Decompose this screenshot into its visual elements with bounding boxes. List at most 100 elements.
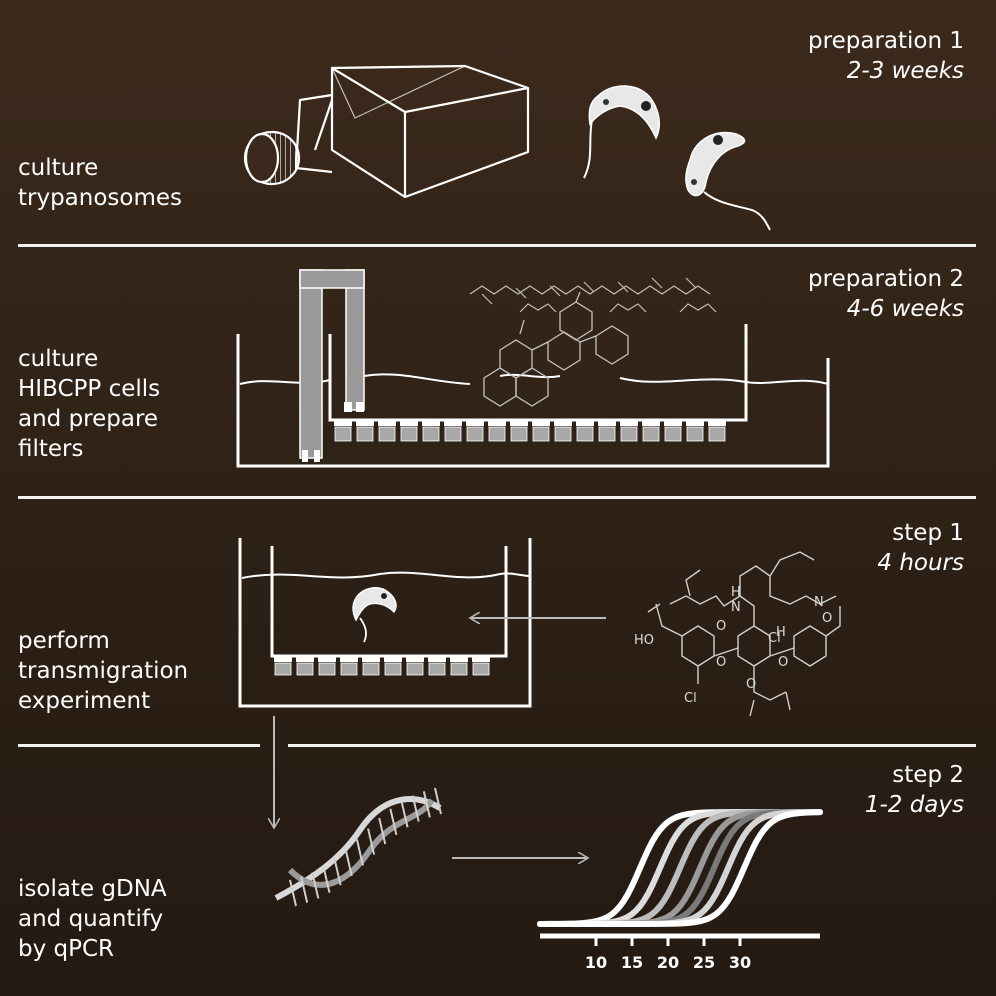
- filter-cell: [422, 420, 440, 426]
- filter-cell: [274, 656, 292, 662]
- electrode-icon: [299, 269, 365, 462]
- filter-cell: [378, 426, 396, 442]
- filter-cell: [296, 662, 314, 676]
- filter-cell: [510, 420, 528, 426]
- filter-cell: [532, 420, 550, 426]
- oxygen-label: O: [716, 619, 726, 634]
- axis-tick-label: 15: [621, 953, 643, 972]
- stage-label-2: preparation 2 4-6 weeks: [808, 264, 964, 324]
- cell-monolayer: [274, 656, 490, 676]
- filter-cell: [620, 426, 638, 442]
- dna-base-pair: [378, 817, 387, 845]
- medium-surface: [239, 373, 829, 385]
- filter-cell: [318, 662, 336, 676]
- filter-cell: [708, 426, 726, 442]
- oxygen-label: O: [778, 655, 788, 670]
- stage-title: step 2: [892, 762, 964, 788]
- filter-cell: [444, 426, 462, 442]
- axis-tick-label: 10: [585, 953, 607, 972]
- medium-surface: [241, 571, 531, 579]
- dna-helix-icon: [274, 787, 442, 907]
- description-line: filters: [18, 436, 84, 462]
- filter-cell: [554, 420, 572, 426]
- description-line: HIBCPP cells: [18, 376, 161, 402]
- dye-molecule-icon: [483, 291, 629, 407]
- filter-cell: [686, 420, 704, 426]
- oxygen-label: O: [822, 611, 832, 626]
- filter-cell: [400, 420, 418, 426]
- stage-title: step 1: [892, 520, 964, 546]
- filter-cell: [384, 662, 402, 676]
- stage-duration: 4 hours: [877, 550, 964, 576]
- description-line: by qPCR: [18, 936, 115, 962]
- axis-tick-label: 20: [657, 953, 679, 972]
- filter-cell: [334, 426, 352, 442]
- description-line: culture: [18, 155, 99, 181]
- oxygen-label: O: [746, 677, 756, 692]
- stage-label-4: step 2 1-2 days: [865, 760, 964, 820]
- filter-cell: [450, 656, 468, 662]
- trypanosome-icon: [352, 587, 397, 643]
- description-2: culture HIBCPP cells and prepare filters: [18, 344, 160, 464]
- dna-base-pair: [355, 839, 364, 866]
- molecule-atom-labels: Cl Cl HO N N H H O O O O O: [634, 585, 832, 706]
- dna-base-pair: [411, 795, 420, 822]
- filter-cell: [466, 426, 484, 442]
- filter-cell: [576, 420, 594, 426]
- filter-cell: [356, 420, 374, 426]
- axis-tick-label: 25: [693, 953, 715, 972]
- filter-cell: [664, 420, 682, 426]
- filter-cell: [422, 426, 440, 442]
- filter-cell: [296, 656, 314, 662]
- filter-cell: [554, 426, 572, 442]
- filter-cell: [274, 662, 292, 676]
- description-1: culture trypanosomes: [18, 153, 182, 213]
- filter-cell: [400, 426, 418, 442]
- dna-base-pair: [422, 791, 431, 818]
- dna-base-pair: [367, 828, 376, 855]
- hydroxyl-label: HO: [634, 633, 654, 648]
- section-divider: [18, 744, 260, 747]
- description-3: perform transmigration experiment: [18, 626, 188, 716]
- stage-duration: 4-6 weeks: [846, 296, 964, 322]
- filter-cell: [362, 656, 380, 662]
- filter-cell: [384, 656, 402, 662]
- filter-cell: [576, 426, 594, 442]
- qpcr-axis: 10 15 20 25 30: [540, 933, 820, 972]
- filter-cell: [378, 420, 396, 426]
- filter-cell: [620, 420, 638, 426]
- nitrogen-label: N: [814, 595, 824, 610]
- description-line: isolate gDNA: [18, 876, 167, 902]
- description-line: and prepare: [18, 406, 159, 432]
- filter-cell: [406, 656, 424, 662]
- filter-cell: [472, 656, 490, 662]
- transwell-icon: [238, 538, 532, 708]
- dna-base-pair: [400, 801, 409, 828]
- description-line: transmigration: [18, 658, 189, 684]
- dna-base-pair: [333, 858, 342, 886]
- oxygen-label: O: [716, 655, 726, 670]
- axis-tick-label: 30: [729, 953, 751, 972]
- polymer-molecule-icon: [469, 277, 717, 313]
- filter-cell: [444, 420, 462, 426]
- filter-cell: [356, 426, 374, 442]
- section-divider: [18, 496, 976, 499]
- trypanosome-icon: [685, 131, 771, 231]
- stage-label-3: step 1 4 hours: [877, 518, 964, 578]
- dna-base-pair: [300, 876, 309, 903]
- filter-cell: [598, 420, 616, 426]
- description-line: experiment: [18, 688, 151, 714]
- filter-cell: [406, 662, 424, 676]
- drug-molecule-icon: [647, 551, 841, 717]
- filter-cell: [318, 656, 336, 662]
- stage-duration: 2-3 weeks: [846, 58, 964, 84]
- filter-cell: [472, 662, 490, 676]
- qpcr-curves-icon: [537, 809, 823, 927]
- filter-cell: [598, 426, 616, 442]
- stage-title: preparation 2: [808, 266, 964, 292]
- trypanosome-icon: [583, 85, 660, 179]
- filter-cell: [466, 420, 484, 426]
- description-line: and quantify: [18, 906, 164, 932]
- description-line: culture: [18, 346, 99, 372]
